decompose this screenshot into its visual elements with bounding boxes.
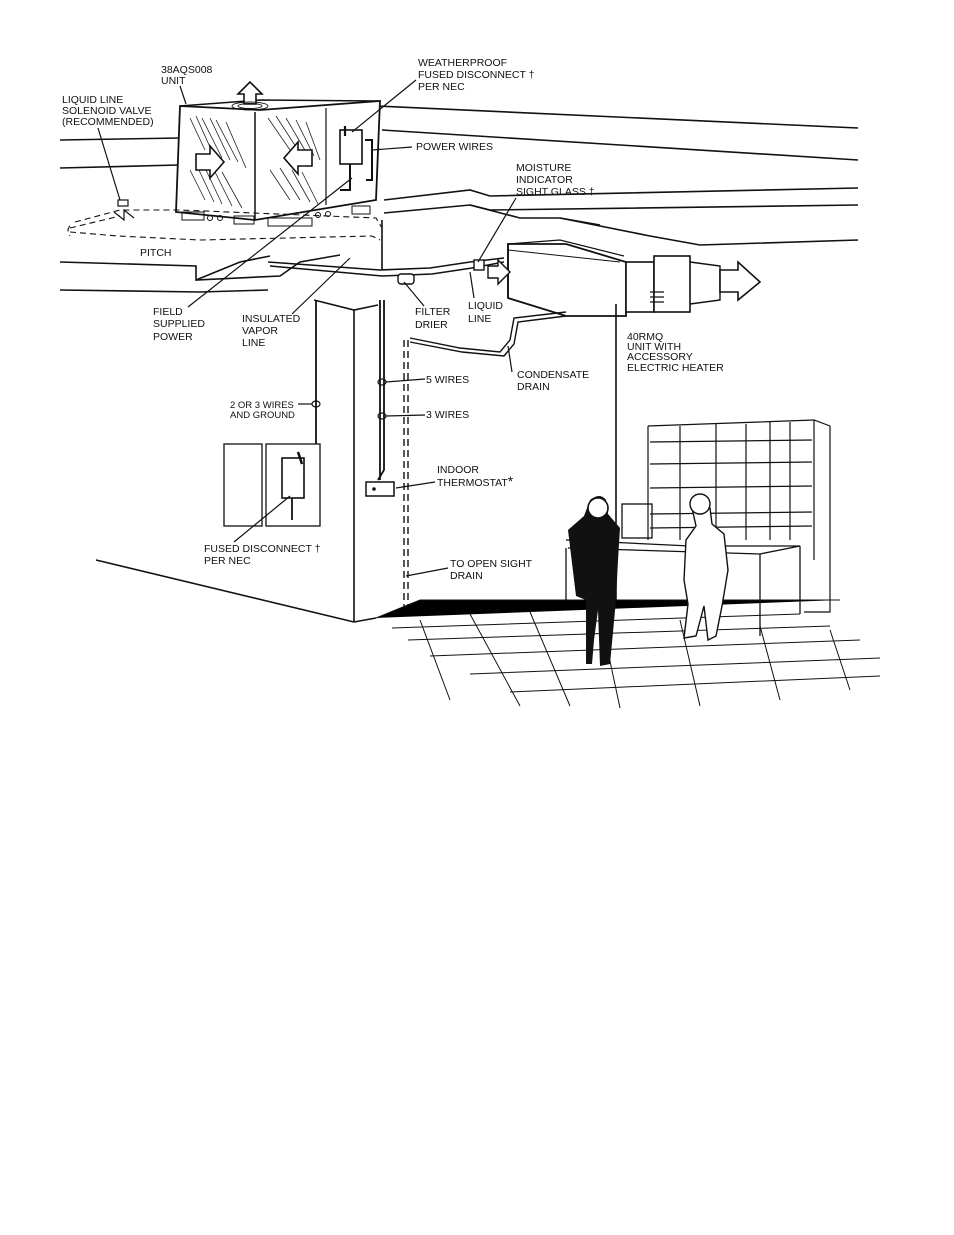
weatherproof-disconnect-box xyxy=(339,126,373,191)
label-power-wires: POWER WIRES xyxy=(416,141,493,153)
airflow-arrows xyxy=(195,80,313,181)
coil-grille-texture xyxy=(189,115,321,209)
label-open-sight-drain: TO OPEN SIGHT DRAIN xyxy=(450,558,535,582)
label-unit-model: 38AQS008 UNIT xyxy=(161,64,215,87)
leader-lines xyxy=(97,79,517,577)
label-indoor-thermostat: INDOOR THERMOSTAT* xyxy=(437,464,514,489)
filter-drier xyxy=(397,273,415,285)
label-pitch: PITCH xyxy=(140,247,172,259)
moisture-sight-glass xyxy=(473,259,485,271)
roof-outline xyxy=(59,105,859,293)
floor-tiles xyxy=(375,599,881,709)
label-fused-disconnect: FUSED DISCONNECT † PER NEC xyxy=(204,543,323,567)
wire-markers xyxy=(311,378,387,420)
label-liquid-line: LIQUID LINE xyxy=(468,300,506,325)
indoor-fan-coil-unit xyxy=(487,239,762,317)
indoor-thermostat xyxy=(365,481,395,497)
label-insulated-vapor-line: INSULATED VAPOR LINE xyxy=(242,313,303,349)
label-weatherproof-disconnect: WEATHERPROOF FUSED DISCONNECT † PER NEC xyxy=(418,57,537,93)
wall-shelving xyxy=(647,419,831,613)
interior-walls xyxy=(95,299,617,623)
fan-swirl xyxy=(231,101,269,111)
label-five-wires: 5 WIRES xyxy=(426,374,469,386)
refrigerant-lines xyxy=(267,220,505,277)
label-indoor-unit: 40RMQ UNIT WITH ACCESSORY ELECTRIC HEATE… xyxy=(627,331,724,374)
reception-counter xyxy=(565,503,801,636)
fused-disconnect-panel xyxy=(223,443,321,527)
label-condensate-drain: CONDENSATE DRAIN xyxy=(517,369,592,393)
person-light-suit xyxy=(683,493,729,642)
solenoid-valve xyxy=(113,199,135,222)
outdoor-condensing-unit xyxy=(175,80,381,227)
person-dark-suit xyxy=(568,496,620,666)
label-two-three-wires: 2 OR 3 WIRES AND GROUND xyxy=(230,400,297,421)
label-solenoid-valve: LIQUID LINE SOLENOID VALVE (RECOMMENDED) xyxy=(62,94,154,128)
label-moisture-indicator: MOISTURE INDICATOR SIGHT GLASS † xyxy=(516,162,595,198)
label-filter-drier: FILTER DRIER xyxy=(415,306,453,331)
label-three-wires: 3 WIRES xyxy=(426,409,469,421)
roof-piping-dashed xyxy=(67,209,383,241)
label-field-supplied-power: FIELD SUPPLIED POWER xyxy=(153,306,208,343)
